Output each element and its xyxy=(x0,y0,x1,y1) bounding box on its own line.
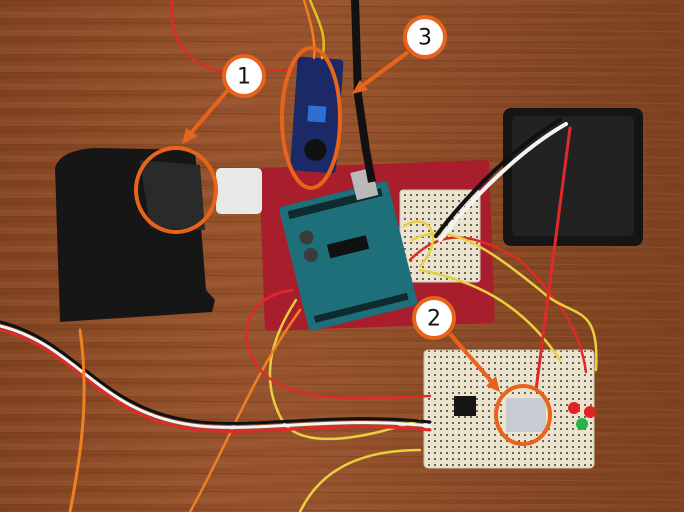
annotation-2: 2 xyxy=(412,296,552,446)
annotation-label-2: 2 xyxy=(427,307,441,332)
annotation-3: 3 xyxy=(280,15,447,190)
battery-box xyxy=(503,108,643,246)
sound-sensor-module xyxy=(290,56,344,174)
annotation-label-3: 3 xyxy=(418,26,432,51)
usb-cable xyxy=(351,0,376,183)
black-enclosure xyxy=(55,148,215,322)
arduino-board xyxy=(279,167,418,331)
main-breadboard xyxy=(423,349,596,469)
annotation-label-1: 1 xyxy=(237,65,251,90)
white-sensor-block xyxy=(216,168,262,214)
annotation-1: 1 xyxy=(134,54,266,234)
